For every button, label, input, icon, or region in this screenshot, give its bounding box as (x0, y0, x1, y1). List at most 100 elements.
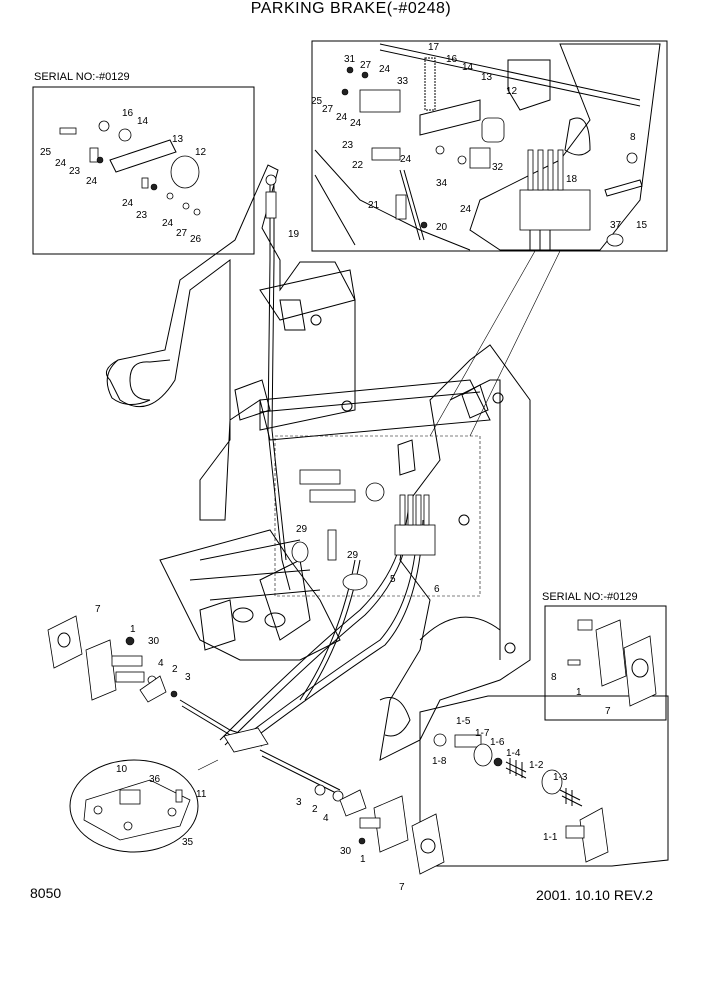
callout: 4 (323, 813, 329, 824)
callout: 5 (390, 574, 396, 585)
callout: 27 (322, 104, 334, 115)
callout: 24 (162, 218, 174, 229)
callout: 25 (40, 147, 52, 158)
leader-line (197, 759, 219, 771)
callout: 13 (481, 72, 493, 83)
leader-line (429, 250, 536, 437)
callout: 20 (436, 222, 448, 233)
serial-note-right: SERIAL NO:-#0129 (542, 591, 638, 603)
callouts-right-inset: 8 1 7 (551, 672, 611, 717)
callout: 21 (368, 200, 380, 211)
callout: 24 (460, 204, 472, 215)
callout: 35 (182, 837, 194, 848)
callout: 33 (397, 76, 409, 87)
detail-brake-valve (433, 733, 609, 863)
callout: 24 (350, 118, 362, 129)
callout: 24 (86, 176, 98, 187)
callout: 11 (196, 789, 207, 800)
callout: 2 (312, 804, 318, 815)
callout: 6 (434, 584, 440, 595)
callouts-bottom-left: 10 36 11 35 (116, 764, 207, 848)
callout: 7 (399, 882, 405, 893)
date-revision: 2001. 10.10 REV.2 (536, 887, 654, 903)
serial-note-left: SERIAL NO:-#0129 (34, 71, 130, 83)
callout: 1-3 (553, 772, 568, 783)
center-brake-parts (291, 469, 436, 591)
callouts-bottom-middle: 3 2 4 30 1 7 (296, 797, 405, 893)
detail-region-box (274, 435, 481, 597)
callout: 14 (137, 116, 149, 127)
inset-box-topleft (32, 86, 255, 255)
callout: 12 (195, 147, 207, 158)
callout: 18 (566, 174, 578, 185)
callout: 25 (311, 96, 323, 107)
callout: 8 (630, 132, 636, 143)
callout: 3 (185, 672, 191, 683)
callout: 30 (148, 636, 160, 647)
callouts-center: 29 29 5 6 (296, 524, 440, 595)
callout: 1-1 (543, 832, 558, 843)
callout: 1-5 (456, 716, 471, 727)
callout: 1-8 (432, 756, 447, 767)
inset-box-topright (311, 40, 668, 252)
callout: 15 (636, 220, 648, 231)
cable-bracket (223, 727, 343, 797)
inset-box-right (544, 605, 667, 721)
leader-line (469, 250, 561, 437)
callout: 1 (576, 687, 582, 698)
callout: 1 (130, 624, 136, 635)
callouts-topleft: 16 14 13 12 25 24 23 24 24 23 24 27 26 (40, 108, 207, 245)
callout: 17 (428, 42, 440, 53)
callout: 29 (296, 524, 308, 535)
callouts-left-assembly: 7 1 30 4 2 3 (95, 604, 191, 683)
callout: 16 (446, 54, 458, 65)
callout: 16 (122, 108, 134, 119)
callout: 24 (336, 112, 348, 123)
bottom-brake-assembly (314, 784, 445, 875)
callout: 3 (296, 797, 302, 808)
callout: 34 (436, 178, 448, 189)
callout: 29 (347, 550, 359, 561)
bottom-left-bracket (83, 779, 191, 841)
topright-inset-parts (314, 43, 661, 251)
callout: 1-4 (506, 748, 521, 759)
callout: 7 (95, 604, 101, 615)
callout: 13 (172, 134, 184, 145)
callout: 36 (149, 774, 161, 785)
loader-frame (105, 164, 531, 761)
callouts-detail: 1-5 1-7 1-6 1-4 1-2 1-3 1-8 1-1 (432, 716, 568, 843)
callout: 1 (360, 854, 366, 865)
callout: 14 (462, 62, 474, 73)
callout: 32 (492, 162, 504, 173)
page-number: 8050 (30, 885, 62, 901)
callout: 24 (400, 154, 412, 165)
callout: 19 (288, 229, 300, 240)
right-inset-parts (567, 619, 657, 707)
callout: 4 (158, 658, 164, 669)
callout: 27 (360, 60, 372, 71)
callout: 23 (136, 210, 148, 221)
callout: 8 (551, 672, 557, 683)
callout: 1-6 (490, 737, 505, 748)
callout: 1-2 (529, 760, 544, 771)
callout: 12 (506, 86, 518, 97)
inset-circle-bottomleft (69, 759, 199, 853)
callouts-topright: 31 27 24 33 17 16 14 13 12 25 27 24 24 2… (288, 42, 648, 240)
callout: 1-7 (475, 728, 490, 739)
callout: 30 (340, 846, 352, 857)
callout: 27 (176, 228, 188, 239)
page-title: PARKING BRAKE(-#0248) (250, 0, 452, 17)
callout: 23 (69, 166, 81, 177)
callout: 2 (172, 664, 178, 675)
callout: 24 (379, 64, 391, 75)
topleft-inset-parts (59, 120, 201, 216)
callout: 10 (116, 764, 128, 775)
callout: 7 (605, 706, 611, 717)
callout: 26 (190, 234, 202, 245)
callout: 31 (344, 54, 356, 65)
left-brake-assembly (47, 615, 263, 747)
callout: 24 (122, 198, 134, 209)
callout: 24 (55, 158, 67, 169)
callout: 37 (610, 220, 622, 231)
